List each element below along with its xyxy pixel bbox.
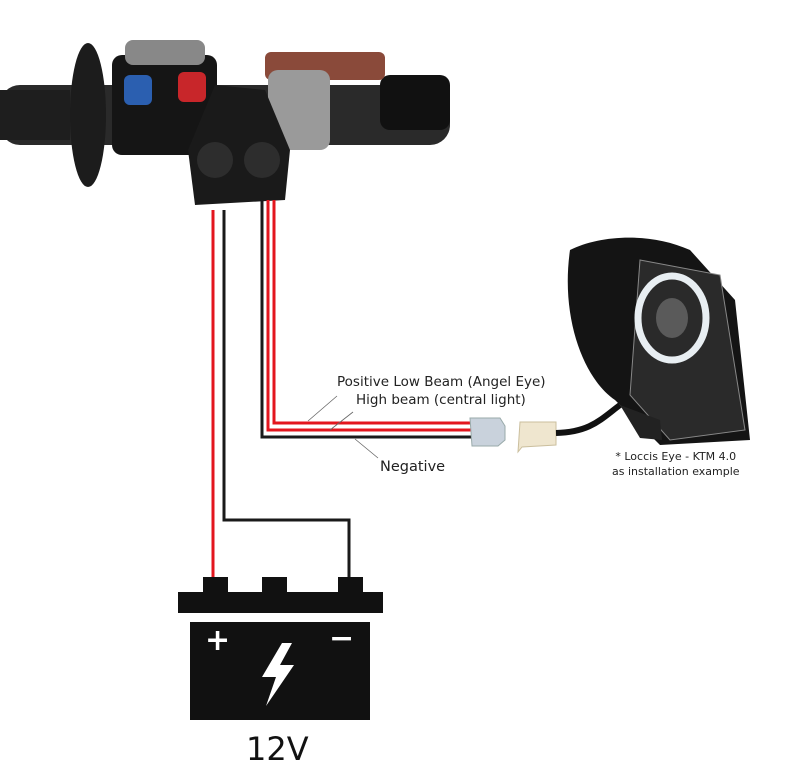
lightning-bolt-icon [262, 643, 294, 706]
headlight-wires [260, 200, 472, 439]
battery-voltage-label: 12V [246, 730, 309, 768]
hazard-button [178, 72, 206, 102]
positive-low-beam-label: Positive Low Beam (Angel Eye) [337, 374, 546, 390]
female-connector [469, 417, 506, 447]
battery-wires [211, 210, 351, 590]
negative-battery-wire [222, 210, 351, 582]
horn-button [124, 75, 152, 105]
battery-plus-sign: + [205, 623, 231, 658]
headlight-photo [567, 237, 750, 445]
low-beam-wire [272, 200, 472, 425]
handlebar-switch-photo [0, 40, 450, 205]
male-connector [517, 421, 557, 454]
high-beam-wire [266, 200, 472, 432]
battery-minus-sign: − [329, 621, 355, 656]
battery-icon [178, 577, 383, 720]
note-line-1: * Loccis Eye - KTM 4.0 [615, 450, 737, 463]
switch-button-right [244, 142, 280, 178]
high-beam-label: High beam (central light) [356, 392, 526, 408]
negative-label: Negative [380, 459, 446, 475]
installation-note: * Loccis Eye - KTM 4.0 as installation e… [612, 449, 740, 479]
negative-wire [260, 200, 472, 439]
note-line-2: as installation example [612, 465, 740, 478]
switch-button-left [197, 142, 233, 178]
